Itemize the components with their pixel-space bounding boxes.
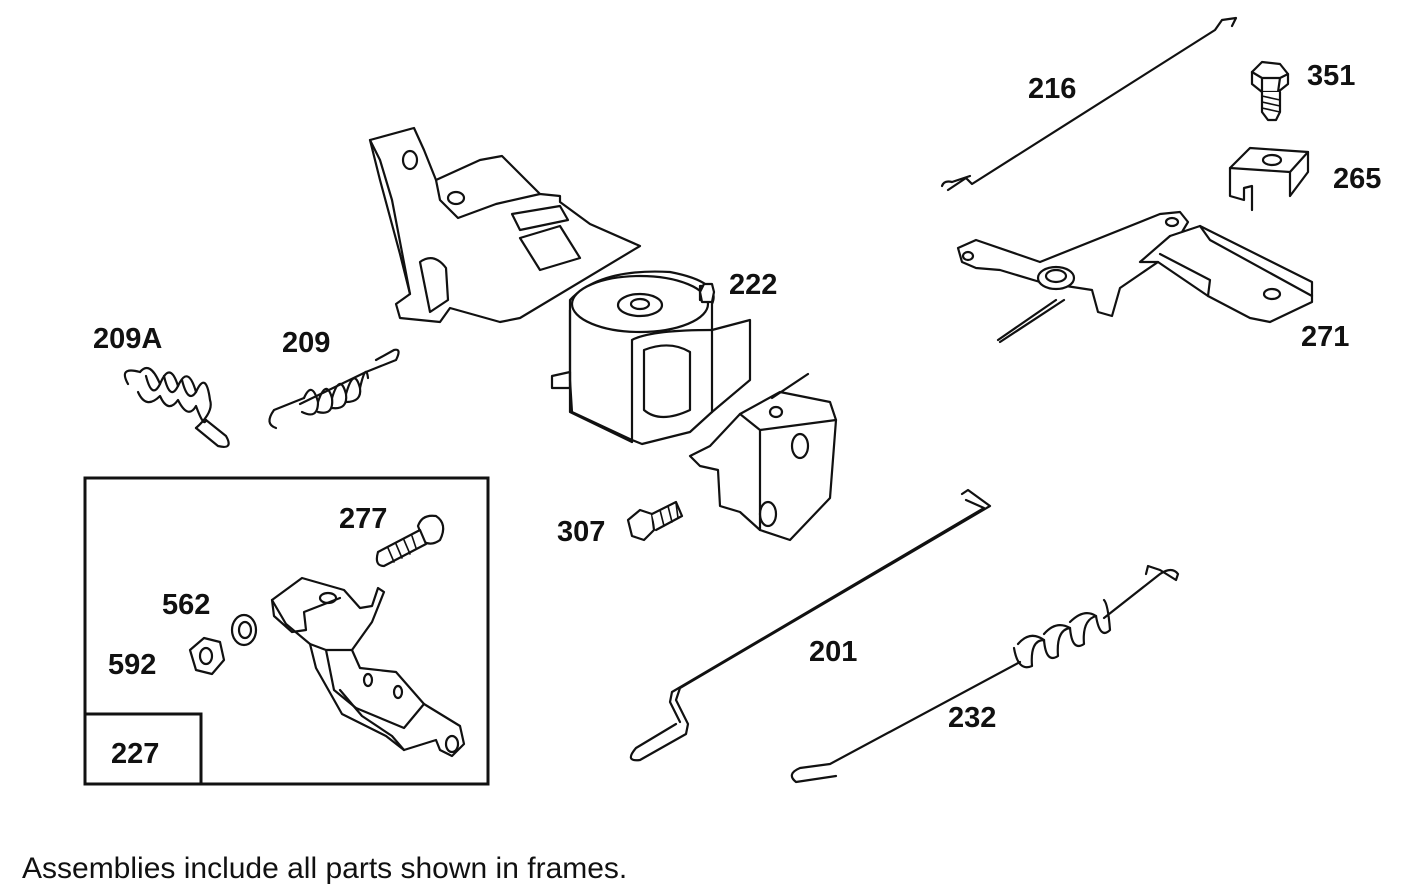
main-governor-bracket <box>368 126 752 446</box>
label-216: 216 <box>1028 73 1076 105</box>
part-209A-spring <box>123 366 230 448</box>
label-277: 277 <box>339 503 387 535</box>
label-222: 222 <box>729 269 777 301</box>
lower-side-plate <box>688 372 838 542</box>
label-265: 265 <box>1333 163 1381 195</box>
label-201: 201 <box>809 636 857 668</box>
part-592-nut <box>188 636 226 676</box>
label-271: 271 <box>1301 321 1349 353</box>
governor-lever <box>270 576 466 758</box>
part-271-bracket <box>956 210 1314 344</box>
label-351: 351 <box>1307 60 1355 92</box>
part-222-stud <box>698 282 716 304</box>
label-232: 232 <box>948 702 996 734</box>
part-209-spring <box>268 348 400 430</box>
part-562-washer <box>230 613 258 647</box>
part-232-spring <box>790 564 1180 784</box>
part-277-bolt <box>375 514 445 568</box>
label-562: 562 <box>162 589 210 621</box>
part-351-screw <box>1250 60 1290 122</box>
label-209: 209 <box>282 327 330 359</box>
label-209A: 209A <box>93 323 162 355</box>
part-307-bolt <box>626 500 684 542</box>
label-227: 227 <box>111 738 159 770</box>
label-592: 592 <box>108 649 156 681</box>
assembly-227-frame <box>83 476 490 786</box>
footnote: Assemblies include all parts shown in fr… <box>22 852 627 885</box>
part-216-rod <box>940 16 1238 192</box>
label-307: 307 <box>557 516 605 548</box>
part-201-rod <box>629 488 992 762</box>
part-265-clip <box>1228 146 1310 212</box>
